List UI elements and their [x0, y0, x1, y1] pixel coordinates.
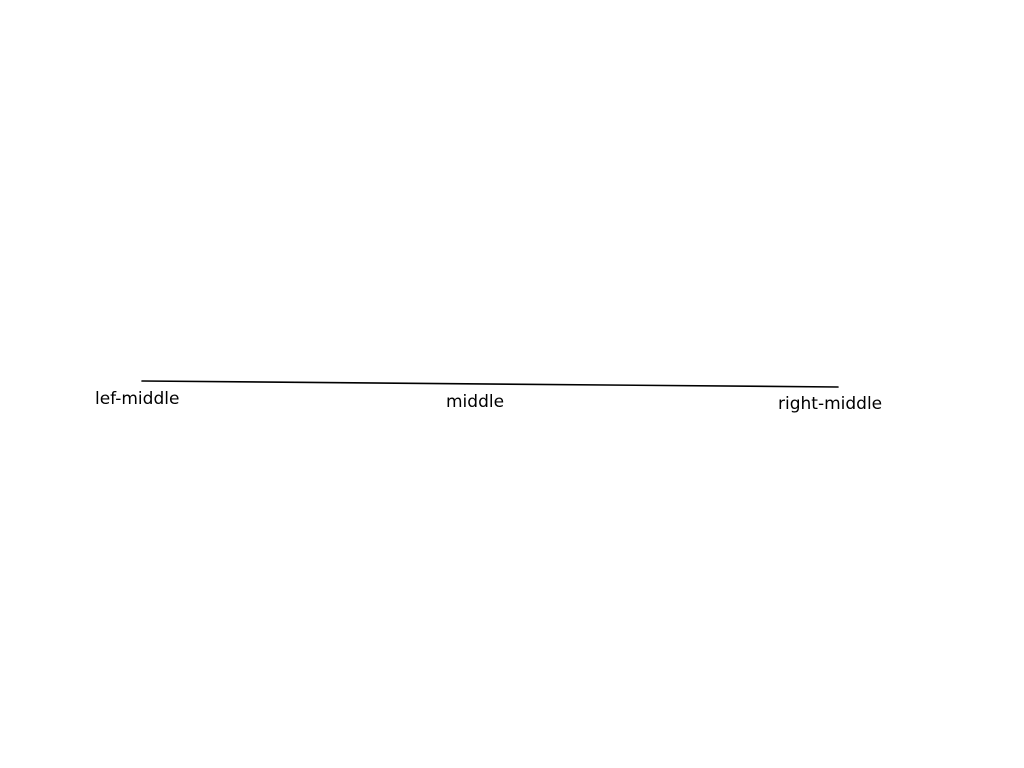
label-middle: middle	[446, 392, 505, 412]
label-left-middle: lef-middle	[95, 389, 180, 409]
connector-line	[141, 380, 839, 388]
label-right-middle: right-middle	[778, 394, 883, 414]
